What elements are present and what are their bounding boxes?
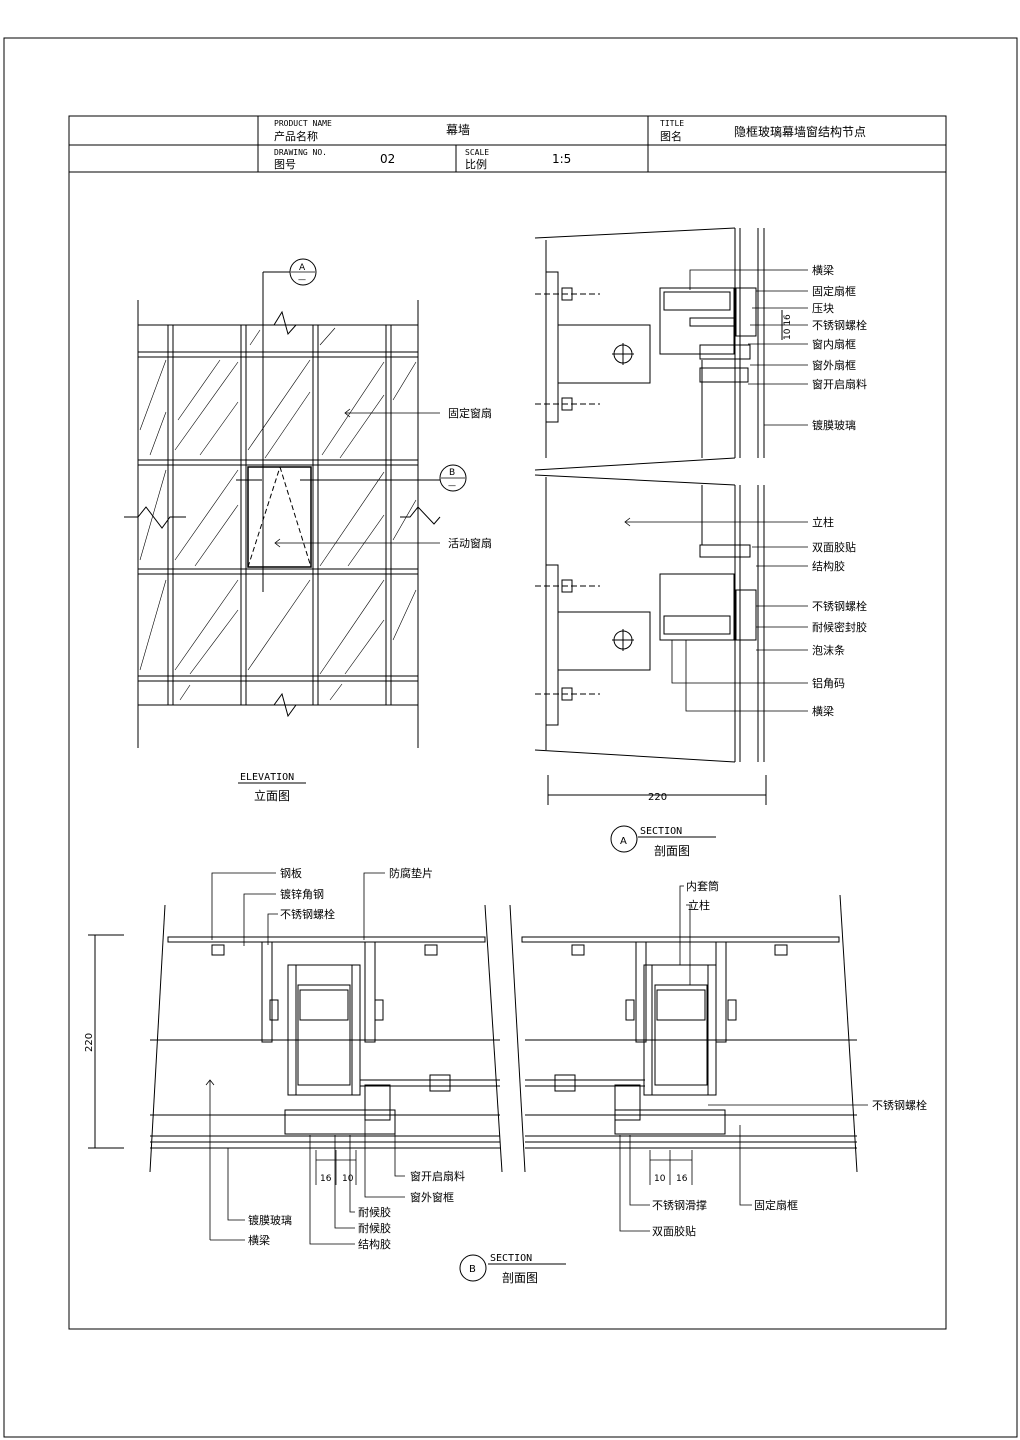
- section-b-leaders: [205, 872, 868, 1245]
- sa-label-14: 铝角码: [812, 676, 845, 690]
- scale-cn: 比例: [465, 157, 487, 171]
- sb-label-right-3: 不锈钢滑撑: [652, 1198, 707, 1212]
- sb-label-right-1: 立柱: [688, 898, 710, 912]
- label-active-sash: 活动窗扇: [448, 536, 492, 550]
- sa-label-6: 窗开启扇料: [812, 377, 867, 391]
- sa-label-5: 窗外扇框: [812, 358, 856, 372]
- sa-label-11: 不锈钢螺栓: [812, 599, 867, 613]
- sb-label-left-7: 耐候胶: [358, 1221, 391, 1235]
- sb-label-left-4: 窗开启扇料: [410, 1169, 465, 1183]
- section-b-caption-cn: 剖面图: [502, 1271, 538, 1285]
- product-name-en: PRODUCT NAME: [274, 119, 332, 128]
- elevation-marker-a-letter: A: [299, 263, 306, 273]
- section-b-labels-right: 内套筒 立柱 不锈钢螺栓 不锈钢滑撑 双面胶贴 固定扇框: [652, 879, 927, 1238]
- section-a-drawing: [534, 227, 783, 805]
- drawing-no-cn: 图号: [274, 158, 296, 171]
- sa-label-10: 结构胶: [812, 559, 845, 573]
- sb-label-left-8: 结构胶: [358, 1237, 391, 1251]
- sa-label-4: 窗内扇框: [812, 337, 856, 351]
- sb-label-left-9: 镀膜玻璃: [248, 1213, 292, 1227]
- sb-label-right-4: 双面胶贴: [652, 1224, 696, 1238]
- sb-label-left-1: 镀锌角钢: [280, 887, 324, 901]
- sa-label-2: 压块: [812, 302, 834, 315]
- sb-label-left-5: 窗外窗框: [410, 1190, 454, 1204]
- sa-label-13: 泡沫条: [812, 643, 845, 657]
- drawing-no-value: 02: [380, 152, 395, 166]
- sb-dim-220: 220: [84, 1033, 95, 1052]
- sa-label-7: 镀膜玻璃: [812, 418, 856, 432]
- elevation-glass-hatch: [139, 327, 417, 701]
- sb-dim-10-left: 10: [342, 1174, 354, 1184]
- sheet-border: [3, 37, 1018, 1438]
- elevation-marker-b-dash: —: [448, 481, 456, 490]
- title-cn: 图名: [660, 129, 682, 143]
- elevation-leaders: [274, 408, 440, 548]
- sa-label-3: 不锈钢螺栓: [812, 318, 867, 332]
- drawing-frame: [68, 115, 947, 1330]
- product-value: 幕墙: [446, 123, 470, 137]
- sb-label-right-0: 内套筒: [686, 879, 719, 893]
- sb-dim-16-left: 16: [320, 1174, 332, 1184]
- sb-label-right-5: 固定扇框: [754, 1198, 798, 1212]
- section-a-caption-cn: 剖面图: [654, 844, 690, 858]
- sa-label-12: 耐候密封胶: [812, 620, 867, 634]
- sa-label-9: 双面胶贴: [812, 540, 856, 554]
- sb-label-left-0: 钢板: [280, 866, 302, 880]
- section-b-caption-en: SECTION: [490, 1253, 532, 1264]
- sa-label-0: 横梁: [812, 263, 834, 277]
- section-b-labels-left: 钢板 镀锌角钢 不锈钢螺栓 防腐垫片 窗开启扇料 窗外窗框 耐候胶 耐候胶 结构…: [248, 866, 465, 1251]
- title-en: TITLE: [660, 119, 684, 128]
- sa-label-8: 立柱: [812, 515, 834, 529]
- section-b-marker: [459, 1254, 487, 1282]
- sa-dim-220: 220: [648, 792, 667, 803]
- section-b-marker-letter: B: [469, 1264, 476, 1275]
- title-value: 隐框玻璃幕墙窗结构节点: [734, 124, 866, 139]
- sb-label-left-3: 防腐垫片: [389, 866, 433, 880]
- sb-label-left-6: 耐候胶: [358, 1205, 391, 1219]
- sb-label-right-2: 不锈钢螺栓: [872, 1098, 927, 1112]
- sa-label-15: 横梁: [812, 704, 834, 718]
- drawing-no-en: DRAWING NO.: [274, 148, 327, 157]
- elevation-marker-a-dash: —: [298, 275, 306, 284]
- label-fixed-sash: 固定窗扇: [448, 406, 492, 420]
- elevation-caption-cn: 立面图: [254, 788, 290, 803]
- sa-label-1: 固定扇框: [812, 284, 856, 298]
- sb-label-left-2: 不锈钢螺栓: [280, 907, 335, 921]
- section-b-drawing: [88, 894, 858, 1173]
- sb-label-left-10: 横梁: [248, 1233, 270, 1247]
- sb-dim-16-right: 16: [676, 1174, 688, 1184]
- scale-en: SCALE: [465, 148, 489, 157]
- sb-dim-10-right: 10: [654, 1174, 666, 1184]
- product-name-cn: 产品名称: [274, 129, 318, 143]
- scale-value: 1:5: [552, 152, 571, 166]
- elevation-marker-b-letter: B: [449, 468, 455, 478]
- section-a-caption-en: SECTION: [640, 826, 682, 837]
- elevation-caption-en: ELEVATION: [240, 772, 294, 783]
- section-a-marker-letter: A: [620, 836, 627, 847]
- section-a-marker: [610, 825, 638, 853]
- elevation-drawing: [124, 271, 441, 748]
- sa-dim-10-16: 10 16: [783, 314, 793, 340]
- title-block: [69, 116, 946, 173]
- section-a-labels: 横梁 固定扇框 压块 不锈钢螺栓 窗内扇框 窗外扇框 窗开启扇料 镀膜玻璃 立柱…: [812, 263, 867, 718]
- section-a-leaders: [624, 269, 808, 712]
